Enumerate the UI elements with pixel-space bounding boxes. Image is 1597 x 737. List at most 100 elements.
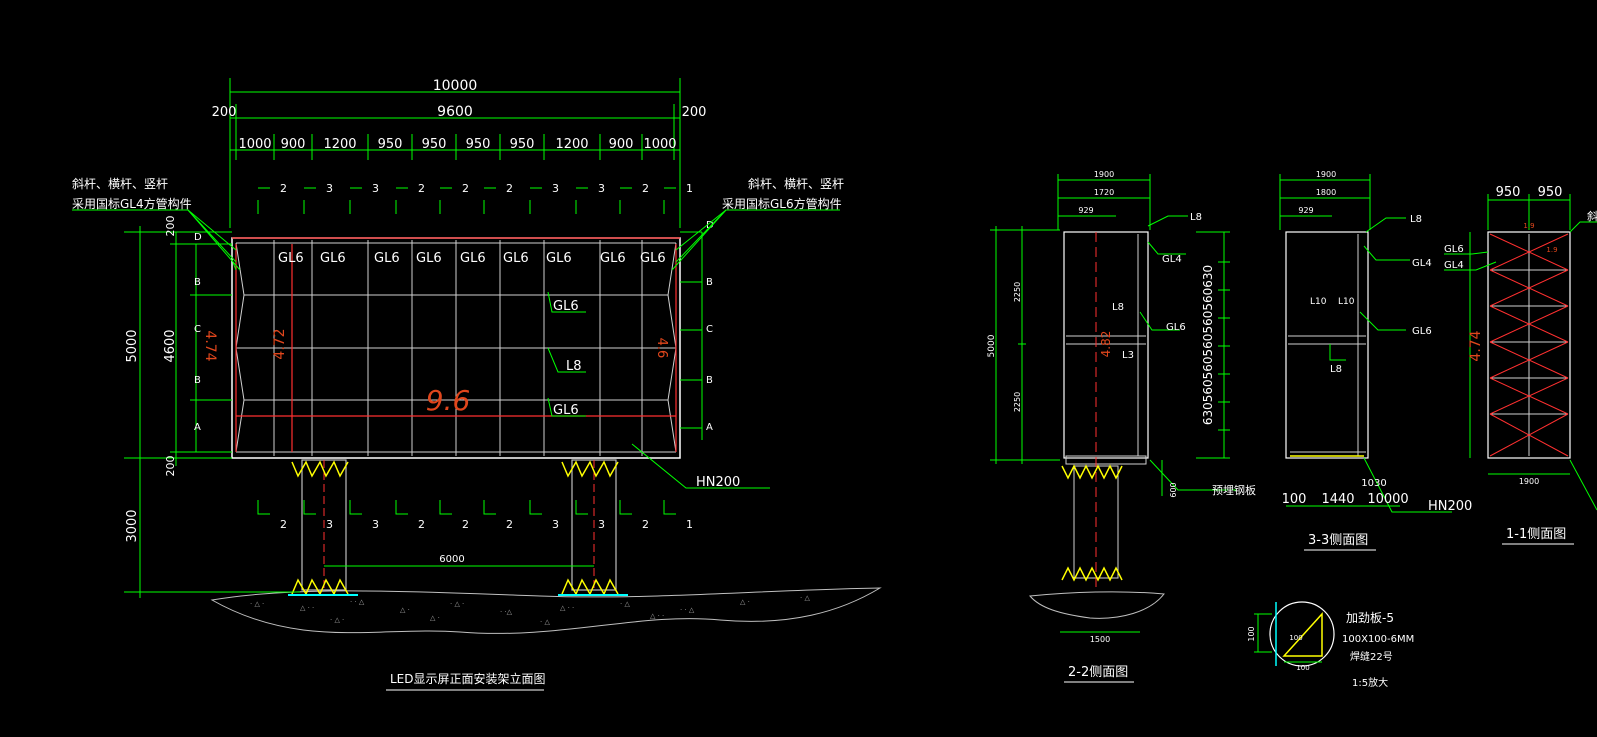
label-l8: L8 bbox=[566, 359, 582, 374]
svg-text:△ · ·: △ · · bbox=[650, 612, 664, 620]
label-1-1-gl4: GL4 bbox=[1444, 260, 1464, 271]
section-marks-top: 2 3 3 2 2 2 3 3 2 1 bbox=[280, 182, 693, 195]
svg-text:· △: · △ bbox=[540, 618, 550, 626]
hand-note-1-1-right: 1.9 bbox=[1546, 246, 1557, 254]
svg-text:· △ ·: · △ · bbox=[450, 600, 464, 608]
dim-3-3-bottom-b: 1440 bbox=[1321, 492, 1354, 507]
row-mark: A bbox=[706, 422, 713, 433]
side-view-1-1: 950 950 1900 GL6 GL4 斜 1.9 1.9 4.74 1-1侧… bbox=[1444, 185, 1597, 545]
side-2-2-title: 2-2侧面图 bbox=[1068, 665, 1128, 680]
dim-2-2-lower: 2250 bbox=[1013, 392, 1022, 412]
dim-3-3-bottom-small: 1030 bbox=[1361, 478, 1386, 489]
member-label: GL6 bbox=[546, 251, 572, 266]
frame-grid bbox=[236, 240, 676, 456]
svg-text:· △ ·: · △ · bbox=[330, 616, 344, 624]
beam-label: HN200 bbox=[696, 475, 740, 490]
section-mark: 2 bbox=[418, 182, 425, 195]
svg-text:· △ ·: · △ · bbox=[250, 600, 264, 608]
label-3-3-l10-a: L10 bbox=[1310, 297, 1327, 307]
svg-text:· · △: · · △ bbox=[350, 598, 365, 606]
column-centerlines bbox=[323, 460, 595, 590]
detail-scale: 1:5放大 bbox=[1352, 676, 1388, 689]
dim-inner-height: 4600 bbox=[163, 329, 178, 362]
hand-note-left: 4.74 bbox=[202, 330, 218, 361]
side-1-1-bracing bbox=[1489, 233, 1569, 457]
row-mark: B bbox=[706, 277, 713, 288]
note-leaders bbox=[72, 209, 840, 271]
section-mark: 2 bbox=[280, 518, 287, 531]
side-ground bbox=[1029, 591, 1165, 619]
note-right-line2: 采用国标GL6方管构件 bbox=[722, 196, 842, 211]
section-mark: 1 bbox=[686, 518, 693, 531]
dim-2-2-base: 1500 bbox=[1090, 635, 1110, 644]
section-mark: 3 bbox=[372, 182, 379, 195]
bay-dim: 950 bbox=[378, 137, 403, 152]
svg-text:△ ·: △ · bbox=[430, 614, 440, 622]
detail-size: 100X100-6MM bbox=[1342, 634, 1414, 645]
gl6-top-labels: GL6 GL6 GL6 GL6 GL6 GL6 GL6 GL6 GL6 bbox=[278, 251, 666, 266]
member-label: GL6 bbox=[320, 251, 346, 266]
section-mark: 3 bbox=[326, 182, 333, 195]
svg-text:· △: · △ bbox=[620, 600, 630, 608]
member-label: GL6 bbox=[600, 251, 626, 266]
row-mark: B bbox=[194, 277, 201, 288]
section-mark: 2 bbox=[642, 182, 649, 195]
row-marks-right: D B C B A bbox=[706, 220, 714, 433]
note-left-line2: 采用国标GL4方管构件 bbox=[72, 196, 192, 211]
dim-3-3-bottom-a: 100 bbox=[1282, 492, 1307, 507]
detail-dim-a: 100 bbox=[1247, 626, 1256, 641]
svg-text:· · △: · · △ bbox=[680, 606, 695, 614]
bay-dim: 950 bbox=[510, 137, 535, 152]
dim-2-2-upper: 2250 bbox=[1013, 282, 1022, 302]
side-view-3-3: 1900 1800 929 L8 GL4 L10 L10 GL6 L8 1030… bbox=[1279, 170, 1472, 551]
dim-inner-width: 9600 bbox=[437, 104, 473, 120]
label-2-2-gl4: GL4 bbox=[1162, 254, 1182, 265]
section-mark: 3 bbox=[552, 182, 559, 195]
bay-dim: 1000 bbox=[238, 137, 271, 152]
side-2-2-spacing: 630560560560560560630 bbox=[1201, 265, 1215, 425]
label-3-3-beam: HN200 bbox=[1428, 499, 1472, 514]
section-mark: 2 bbox=[462, 518, 469, 531]
side-frame-3-3 bbox=[1285, 231, 1369, 459]
dim-2-2-w1: 1900 bbox=[1094, 170, 1114, 179]
dim-2-2-w2: 1720 bbox=[1094, 188, 1114, 197]
label-2-2-l8-mid: L8 bbox=[1112, 302, 1124, 313]
side-frame-2-2 bbox=[1063, 231, 1149, 459]
bay-dim: 1200 bbox=[323, 137, 356, 152]
note-left-line1: 斜杆、横杆、竖杆 bbox=[72, 177, 168, 191]
label-3-3-gl4: GL4 bbox=[1412, 258, 1432, 269]
member-label: GL6 bbox=[374, 251, 400, 266]
ground-profile bbox=[210, 587, 882, 634]
middle-label-leaders bbox=[231, 259, 586, 417]
dim-1-1-bottom: 1900 bbox=[1519, 477, 1539, 486]
svg-text:△ ·: △ · bbox=[740, 598, 750, 606]
member-label: GL6 bbox=[460, 251, 486, 266]
dim-1-1-w-b: 950 bbox=[1538, 185, 1563, 200]
label-3-3-gl6: GL6 bbox=[1412, 326, 1432, 337]
section-marks-top-lines bbox=[257, 187, 676, 214]
dim-bottom-edge: 200 bbox=[164, 456, 177, 477]
bay-dim: 1200 bbox=[555, 137, 588, 152]
section-mark: 1 bbox=[686, 182, 693, 195]
stiffener-detail: 100 100 100 加劲板-5 100X100-6MM 焊缝22号 1:5放… bbox=[1247, 601, 1414, 689]
label-gl6-b: GL6 bbox=[553, 403, 579, 418]
column-spacing-dim: 6000 bbox=[439, 554, 464, 565]
bay-dim: 1000 bbox=[643, 137, 676, 152]
svg-text:△ ·: △ · bbox=[400, 606, 410, 614]
label-1-1-cut: 斜 bbox=[1587, 210, 1597, 223]
detail-dim-b: 100 bbox=[1289, 634, 1302, 642]
side-view-2-2: 1900 1720 929 5000 2250 2250 1500 600 L8… bbox=[987, 170, 1256, 683]
row-mark: C bbox=[194, 324, 201, 335]
hand-note-1-1-top: 1.9 bbox=[1523, 222, 1534, 230]
section-mark: 3 bbox=[326, 518, 333, 531]
section-mark: 2 bbox=[506, 518, 513, 531]
dim-edge-left: 200 bbox=[212, 105, 237, 120]
row-mark: C bbox=[706, 324, 713, 335]
beam-leader bbox=[631, 443, 770, 489]
member-label: GL6 bbox=[640, 251, 666, 266]
dim-3-3-w3: 929 bbox=[1298, 206, 1313, 215]
row-marks-left: D B C B A bbox=[194, 232, 202, 433]
label-gl6-a: GL6 bbox=[553, 299, 579, 314]
section-marks-bottom: 2 3 3 2 2 2 3 3 2 1 bbox=[280, 518, 693, 531]
